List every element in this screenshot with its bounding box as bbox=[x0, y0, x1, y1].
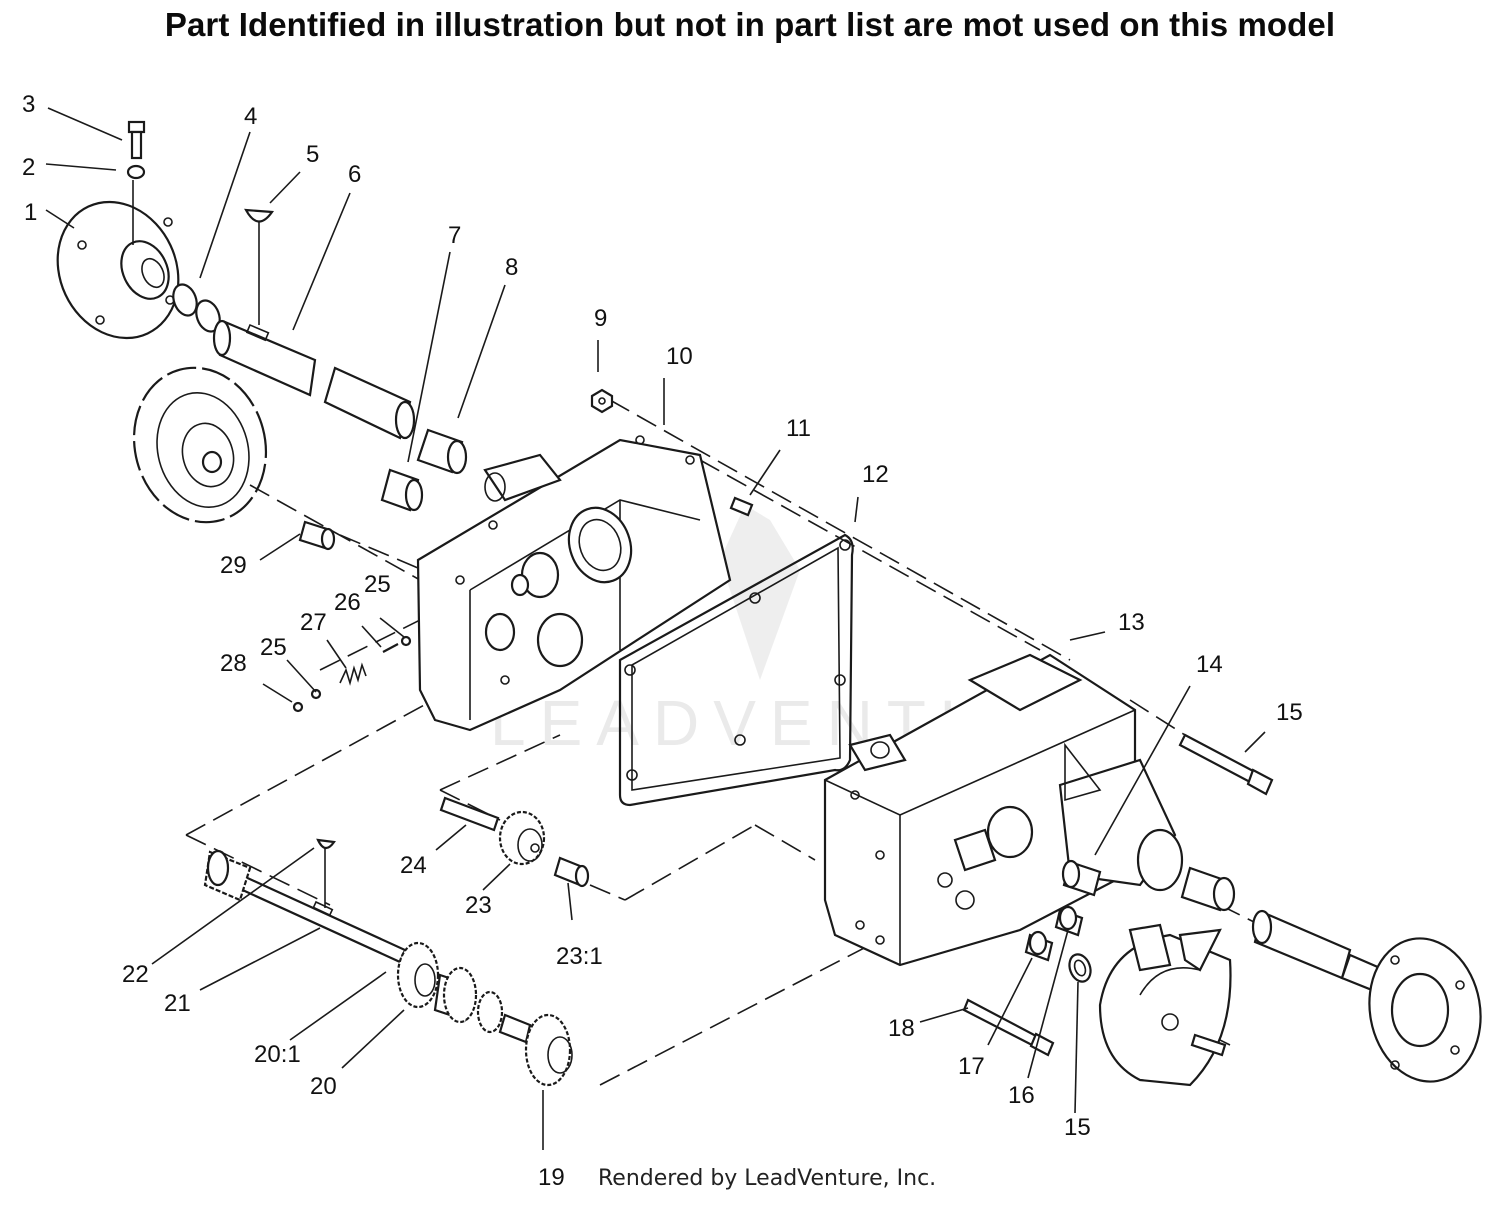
callout-18: 18 bbox=[888, 1015, 915, 1042]
part-11-dowel-pin bbox=[729, 496, 754, 517]
callout-2: 2 bbox=[22, 154, 35, 181]
callout-20: 20 bbox=[310, 1073, 337, 1100]
callout-12: 12 bbox=[862, 461, 889, 488]
part-13-housing bbox=[823, 653, 1184, 967]
output-shaft bbox=[1251, 909, 1382, 992]
countershaft-pinion bbox=[203, 849, 252, 902]
part-7-bushing bbox=[380, 468, 424, 512]
callout-6: 6 bbox=[348, 161, 361, 188]
callout-5: 5 bbox=[306, 141, 319, 168]
render-credit: Rendered by LeadVenture, Inc. bbox=[598, 1166, 937, 1191]
callout-4: 4 bbox=[244, 103, 257, 130]
callout-21: 21 bbox=[164, 990, 191, 1017]
callout-20-1: 20:1 bbox=[254, 1041, 301, 1068]
part-27-spring bbox=[339, 662, 367, 686]
part-19-gear bbox=[524, 1013, 573, 1087]
part-17-bushing bbox=[1024, 930, 1054, 962]
part-6-shaft bbox=[212, 319, 416, 440]
part-25-ball-upper bbox=[400, 635, 412, 647]
callout-13: 13 bbox=[1118, 609, 1145, 636]
part-20-1-gear bbox=[396, 941, 440, 1009]
part-23-1-bushing bbox=[553, 856, 590, 888]
part-5-key bbox=[244, 208, 275, 325]
callout-10: 10 bbox=[666, 343, 693, 370]
callout-numbers: 3 2 1 4 5 6 7 8 9 10 11 12 13 14 15 29 2… bbox=[22, 91, 1303, 1191]
part-20-gear bbox=[433, 966, 532, 1044]
part-29-bushing bbox=[298, 520, 336, 551]
part-23-gear bbox=[498, 810, 546, 866]
callout-9: 9 bbox=[594, 305, 607, 332]
part-4-seals bbox=[172, 283, 221, 333]
callout-27: 27 bbox=[300, 609, 327, 636]
output-flange bbox=[1368, 937, 1482, 1083]
part-15-bolt-upper bbox=[1178, 733, 1274, 796]
part-14-bushing bbox=[1061, 859, 1102, 897]
output-bushing bbox=[1180, 866, 1236, 912]
part-25-ball-lower bbox=[310, 688, 322, 700]
callout-23-1: 23:1 bbox=[556, 943, 603, 970]
part-24-pin bbox=[439, 796, 500, 832]
pulley-assembly bbox=[132, 366, 268, 524]
callout-16: 16 bbox=[1008, 1082, 1035, 1109]
part-3-bolt bbox=[127, 120, 146, 160]
leader-lines bbox=[45, 107, 1266, 1150]
callout-25-lower: 25 bbox=[260, 634, 287, 661]
part-10-housing bbox=[416, 435, 732, 732]
callout-23: 23 bbox=[465, 892, 492, 919]
part-16-bushing bbox=[1054, 905, 1084, 937]
part-8-bushing bbox=[416, 428, 468, 475]
callout-15-bolt: 15 bbox=[1276, 699, 1303, 726]
part-18-bolt bbox=[962, 998, 1055, 1057]
callout-14: 14 bbox=[1196, 651, 1223, 678]
diagram-note-heading: Part Identified in illustration but not … bbox=[164, 6, 1336, 43]
brake-assembly bbox=[1098, 923, 1232, 1087]
callout-17: 17 bbox=[958, 1053, 985, 1080]
callout-29: 29 bbox=[220, 552, 247, 579]
callout-1: 1 bbox=[24, 199, 37, 226]
callout-3: 3 bbox=[22, 91, 35, 118]
callout-15-washer: 15 bbox=[1064, 1114, 1091, 1141]
callout-7: 7 bbox=[448, 222, 461, 249]
callout-28: 28 bbox=[220, 650, 247, 677]
assembly-dashed-lines bbox=[185, 399, 1271, 1086]
part-1-flange bbox=[56, 180, 180, 340]
part-28-plug bbox=[292, 701, 304, 713]
part-9-nut bbox=[590, 388, 614, 414]
part-21-shaft bbox=[223, 868, 407, 964]
part-22-key bbox=[316, 838, 336, 908]
part-15-washer-lower bbox=[1068, 953, 1092, 983]
callout-8: 8 bbox=[505, 254, 518, 281]
callout-24: 24 bbox=[400, 852, 427, 879]
callout-19: 19 bbox=[538, 1164, 565, 1191]
callout-25-upper: 25 bbox=[364, 571, 391, 598]
part-26-pin bbox=[382, 643, 399, 653]
part-2-washer bbox=[126, 164, 146, 180]
callout-11: 11 bbox=[786, 415, 811, 442]
callout-22: 22 bbox=[122, 961, 149, 988]
callout-26: 26 bbox=[334, 589, 361, 616]
